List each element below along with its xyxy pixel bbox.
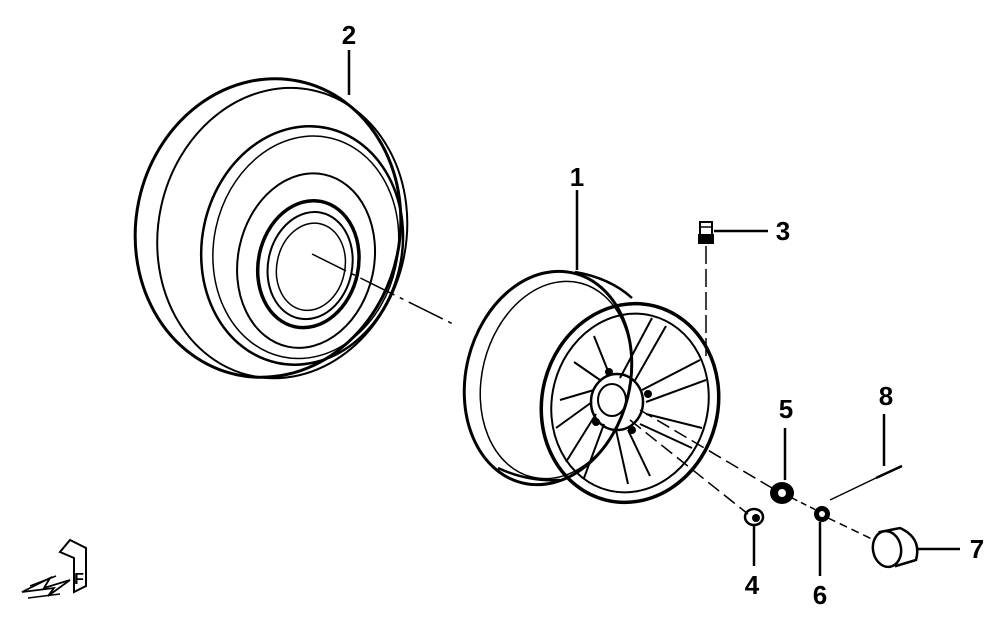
callout-4: 4 (745, 570, 760, 600)
callout-3: 3 (776, 216, 790, 246)
hub-cap[interactable] (870, 526, 919, 569)
callout-6: 6 (813, 580, 827, 610)
washer[interactable] (770, 482, 794, 504)
front-direction-mark: F (21, 538, 87, 599)
callout-7: 7 (970, 534, 984, 564)
tire[interactable] (108, 54, 435, 404)
rim[interactable] (442, 253, 739, 521)
valve-stem[interactable] (698, 221, 714, 244)
callout-1: 1 (570, 162, 584, 192)
callout-numbers: 1 2 3 4 5 6 7 8 (342, 20, 984, 610)
callout-8: 8 (879, 381, 893, 411)
assembly-center-lines (311, 246, 877, 541)
front-mark-letter: F (74, 571, 84, 588)
lug-nut-seat[interactable] (743, 507, 765, 527)
leader-lines (347, 50, 960, 576)
callout-5: 5 (779, 394, 793, 424)
cotter-pin[interactable] (875, 464, 903, 480)
axle-nut[interactable] (814, 506, 830, 522)
callout-2: 2 (342, 20, 356, 50)
